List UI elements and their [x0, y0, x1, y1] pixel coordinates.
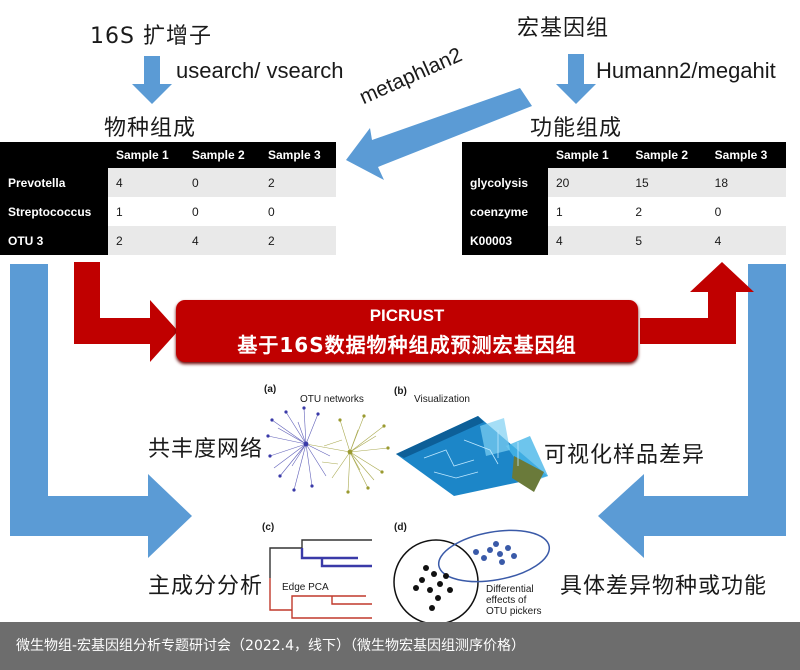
table-row: OTU 3 2 4 2: [0, 226, 336, 255]
table-cell: 4: [548, 226, 628, 255]
species-table: Sample 1 Sample 2 Sample 3 Prevotella 4 …: [0, 142, 336, 255]
function-table: Sample 1 Sample 2 Sample 3 glycolysis 20…: [462, 142, 786, 255]
panel-title: OTU networks: [300, 394, 364, 405]
table-cell: 18: [706, 168, 786, 197]
table-row: coenzyme 1 2 0: [462, 197, 786, 226]
row-header: Prevotella: [0, 168, 108, 197]
3d-visualization-icon: [396, 416, 548, 496]
right-red-arrow-icon: [640, 262, 754, 344]
table-cell: 2: [260, 226, 336, 255]
column-header: Sample 3: [706, 142, 786, 168]
table-row: glycolysis 20 15 18: [462, 168, 786, 197]
visualization-label: 可视化样品差异: [544, 443, 706, 468]
table-row: Prevotella 4 0 2: [0, 168, 336, 197]
table-cell: 4: [706, 226, 786, 255]
column-header: Sample 1: [548, 142, 628, 168]
function-composition-title: 功能组成: [530, 116, 623, 141]
visualization-panel: (b) Visualization: [394, 386, 550, 496]
down-arrow-right-icon: [556, 54, 596, 104]
table-row: Streptococcus 1 0 0: [0, 197, 336, 226]
table-cell: 0: [184, 168, 260, 197]
panel-label: (b): [394, 386, 407, 397]
species-table-header: Sample 1 Sample 2 Sample 3: [0, 142, 336, 168]
scatter-ellipse-icon: [393, 529, 551, 622]
table-cell: 4: [108, 168, 184, 197]
network-label: 共丰度网络: [148, 437, 264, 462]
row-header: K00003: [462, 226, 548, 255]
diagonal-arrow-icon: [346, 88, 532, 180]
picrust-subtitle: 基于16S数据物种组成预测宏基因组: [237, 333, 577, 357]
differential-annotation: Differential effects of OTU pickers: [486, 584, 542, 617]
table-cell: 2: [627, 197, 707, 226]
table-cell: 4: [184, 226, 260, 255]
picrust-box: PICRUST 基于16S数据物种组成预测宏基因组: [176, 300, 638, 362]
column-header: Sample 1: [108, 142, 184, 168]
table-row: K00003 4 5 4: [462, 226, 786, 255]
row-header: OTU 3: [0, 226, 108, 255]
differential-panel: (d) Differential effects of OTU pickers: [390, 522, 554, 622]
column-header: Sample 3: [260, 142, 336, 168]
table-cell: 1: [108, 197, 184, 226]
left-blue-arrow-icon: [10, 264, 192, 558]
otu-network-panel: (a) OTU networks: [264, 384, 390, 494]
metagenome-label: 宏基因组: [517, 16, 610, 41]
network-graphic-icon: [266, 406, 390, 494]
picrust-title: PICRUST: [369, 306, 445, 325]
table-cell: 1: [548, 197, 628, 226]
amplicon-label: 16S 扩增子: [90, 24, 212, 49]
panel-title: Visualization: [414, 394, 470, 405]
species-composition-title: 物种组成: [104, 116, 197, 141]
row-header: Streptococcus: [0, 197, 108, 226]
pca-label: 主成分分析: [148, 574, 264, 599]
row-header: glycolysis: [462, 168, 548, 197]
panel-label: (a): [264, 384, 277, 395]
table-cell: 20: [548, 168, 628, 197]
caption-bar: 微生物组-宏基因组分析专题研讨会（2022.4，线下）（微生物宏基因组测序价格）: [0, 622, 800, 670]
panel-title: Edge PCA: [282, 582, 329, 593]
function-table-header: Sample 1 Sample 2 Sample 3: [462, 142, 786, 168]
tree-graphic-icon: [269, 539, 372, 619]
right-blue-arrow-icon: [598, 264, 786, 558]
usearch-label: usearch/ vsearch: [176, 58, 344, 83]
column-header: Sample 2: [627, 142, 707, 168]
table-cell: 5: [627, 226, 707, 255]
humann-label: Humann2/megahit: [596, 58, 776, 83]
table-cell: 0: [184, 197, 260, 226]
edge-pca-panel: (c) Edge PCA: [262, 522, 386, 620]
panel-label: (d): [394, 522, 407, 533]
column-header: Sample 2: [184, 142, 260, 168]
down-arrow-left-icon: [132, 56, 172, 104]
left-red-arrow-icon: [74, 262, 178, 362]
table-cell: 0: [260, 197, 336, 226]
row-header: coenzyme: [462, 197, 548, 226]
table-cell: 2: [108, 226, 184, 255]
panel-label: (c): [262, 522, 275, 533]
table-cell: 2: [260, 168, 336, 197]
table-cell: 0: [706, 197, 786, 226]
table-cell: 15: [627, 168, 707, 197]
differential-label: 具体差异物种或功能: [560, 574, 768, 599]
